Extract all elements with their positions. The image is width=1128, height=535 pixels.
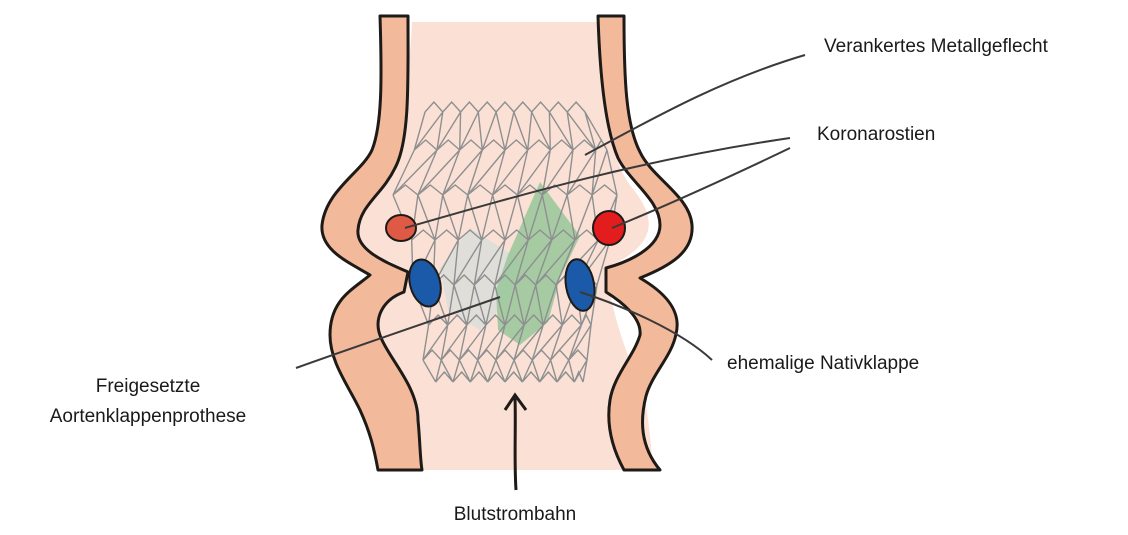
- label-metal-mesh: Verankertes Metallgeflecht: [824, 34, 1048, 60]
- label-blood-flow: Blutstrombahn: [400, 502, 630, 528]
- label-coronary-ostia: Koronarostien: [817, 122, 935, 148]
- blood-flow-arrow: [515, 398, 516, 490]
- label-prosthesis-line1: Freigesetzte: [0, 372, 296, 402]
- label-prosthesis: Freigesetzte Aortenklappenprothese: [0, 372, 296, 432]
- label-prosthesis-line2: Aortenklappenprothese: [0, 402, 296, 432]
- coronary-ostium-left: [386, 215, 416, 241]
- label-native-valve: ehemalige Nativklappe: [727, 351, 919, 377]
- coronary-ostium-right: [593, 211, 625, 245]
